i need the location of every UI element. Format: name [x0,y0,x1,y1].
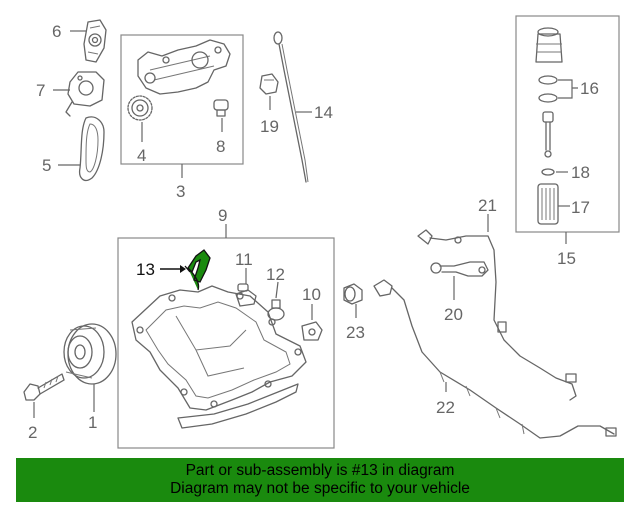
callout-23[interactable]: 23 [346,323,365,342]
highlighted-oil-pickup-tube-part [184,249,211,291]
sensor-wiring-harness-part [417,229,577,401]
dipstick-tube-cap-part [259,73,279,95]
callout-2[interactable]: 2 [28,423,37,442]
oil-pump-part [137,39,231,95]
oil-filter-housing-part [535,27,563,63]
callout-7[interactable]: 7 [36,81,45,100]
notice-line-2: Diagram may not be specific to your vehi… [170,480,470,497]
timing-chain-part [78,116,105,182]
callout-12[interactable]: 12 [266,265,285,284]
wiring-harness-part [373,279,617,439]
callout-15[interactable]: 15 [557,249,576,268]
callout-14[interactable]: 14 [314,103,333,122]
drain-plug-part [235,283,257,307]
filter-standpipe-part [542,111,554,158]
pulley-bolt-part [23,373,65,401]
leader-16 [558,79,578,99]
oil-filter-group-box [515,15,620,233]
callout-1[interactable]: 1 [88,413,97,432]
oil-pump-sprocket-part [127,95,153,121]
notice-line-1: Part or sub-assembly is #13 in diagram [185,462,455,479]
callout-3[interactable]: 3 [176,182,185,201]
oil-filter-element-part [537,183,559,225]
leader-13-arrow-icon [180,265,186,273]
callout-19[interactable]: 19 [260,117,279,136]
oil-pressure-sensor-part [430,261,489,277]
callout-20[interactable]: 20 [444,305,463,324]
leader-12 [275,281,279,299]
callout-6[interactable]: 6 [52,22,61,41]
callout-18[interactable]: 18 [571,163,590,182]
crankshaft-pulley-part [63,323,117,385]
callout-13[interactable]: 13 [136,260,155,279]
callout-8[interactable]: 8 [216,137,225,156]
callout-17[interactable]: 17 [571,198,590,217]
notice-banner: Part or sub-assembly is #13 in diagram D… [16,458,624,502]
drain-plug-washer-part [267,299,285,321]
callout-16[interactable]: 16 [580,79,599,98]
oil-pump-bolt-part [213,99,229,117]
tensioner-bracket-part [83,19,107,63]
oil-pan-part [131,285,307,411]
callout-22[interactable]: 22 [436,398,455,417]
callout-21[interactable]: 21 [478,196,497,215]
filter-o-ring-part [541,168,555,176]
filter-seal-ring-part [538,75,558,103]
oil-level-sensor-part [301,321,323,341]
sensor-cap-part [343,283,363,305]
dipstick-part [273,31,309,183]
callout-4[interactable]: 4 [137,146,146,165]
timing-cover-part [65,71,105,117]
callout-9[interactable]: 9 [218,206,227,225]
callout-11[interactable]: 11 [235,250,253,269]
callout-5[interactable]: 5 [42,156,51,175]
oil-pan-gasket-part [177,383,299,429]
callout-10[interactable]: 10 [302,285,321,304]
